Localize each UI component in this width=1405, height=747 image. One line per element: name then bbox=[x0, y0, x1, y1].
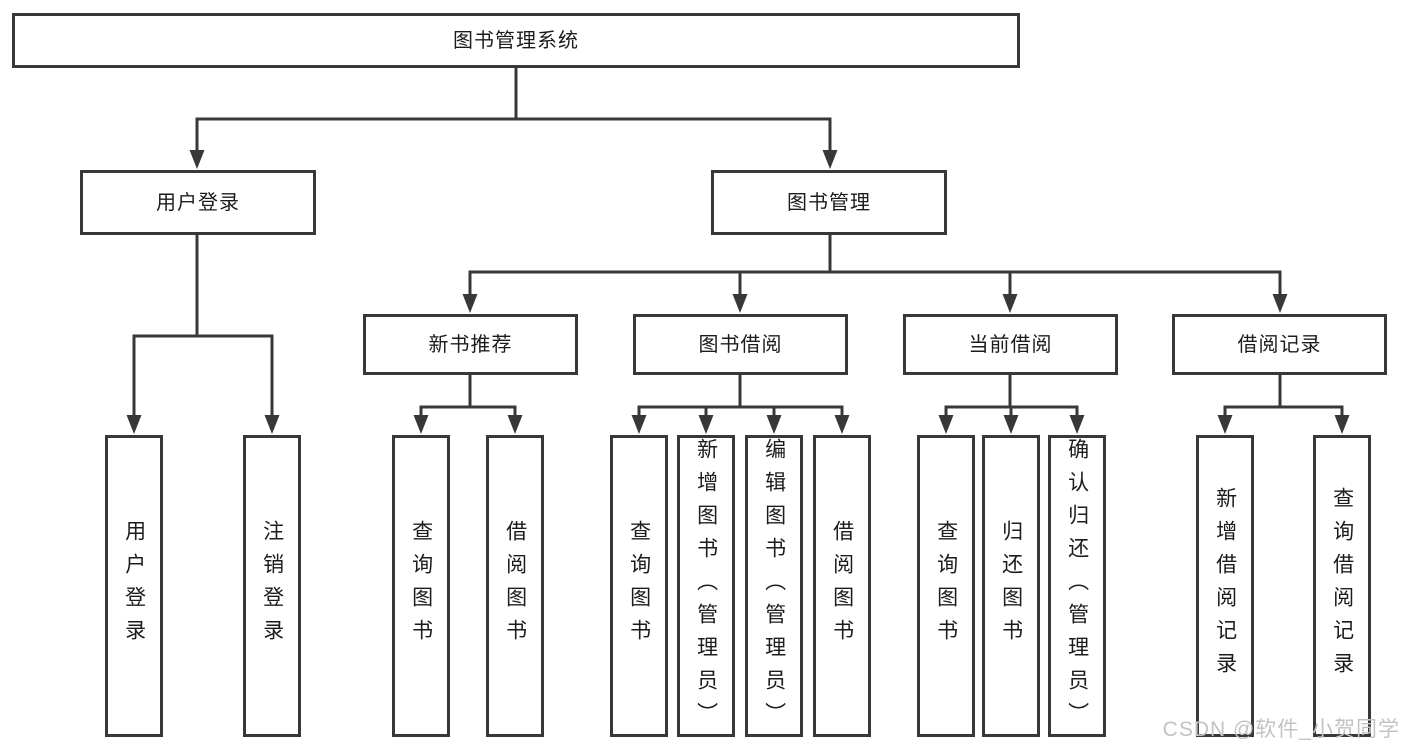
arrow-down-icon bbox=[1217, 415, 1233, 434]
leaf-add-borrow-record: 新增借阅记录 bbox=[1196, 435, 1254, 737]
leaf-query-books-borrowing: 查询图书 bbox=[610, 435, 668, 737]
node-library-management-system: 图书管理系统 bbox=[12, 13, 1020, 68]
arrow-down-icon bbox=[126, 415, 142, 434]
leaf-user-login: 用户登录 bbox=[105, 435, 163, 737]
leaf-query-books-current: 查询图书 bbox=[917, 435, 975, 737]
watermark: CSDN @软件_小贺同学 bbox=[1162, 718, 1400, 741]
arrow-down-icon bbox=[413, 415, 429, 434]
leaf-query-borrow-record: 查询借阅记录 bbox=[1313, 435, 1371, 737]
arrow-down-icon bbox=[1334, 415, 1350, 434]
leaf-return-books: 归还图书 bbox=[982, 435, 1040, 737]
arrow-down-icon bbox=[732, 294, 748, 313]
node-new-book-recommendation: 新书推荐 bbox=[363, 314, 578, 375]
arrow-down-icon bbox=[507, 415, 523, 434]
node-user-login-branch: 用户登录 bbox=[80, 170, 316, 235]
arrow-down-icon bbox=[766, 415, 782, 434]
arrow-down-icon bbox=[834, 415, 850, 434]
arrow-down-icon bbox=[631, 415, 647, 434]
arrow-down-icon bbox=[189, 150, 205, 169]
arrow-down-icon bbox=[1272, 294, 1288, 313]
leaf-logout: 注销登录 bbox=[243, 435, 301, 737]
node-book-management-branch: 图书管理 bbox=[711, 170, 947, 235]
leaf-confirm-return-admin: 确认归还（管理员） bbox=[1048, 435, 1106, 737]
leaf-borrow-books-borrowing: 借阅图书 bbox=[813, 435, 871, 737]
leaf-edit-book-admin: 编辑图书（管理员） bbox=[745, 435, 803, 737]
leaf-borrow-books-recommend: 借阅图书 bbox=[486, 435, 544, 737]
arrow-down-icon bbox=[264, 415, 280, 434]
leaf-add-book-admin: 新增图书（管理员） bbox=[677, 435, 735, 737]
arrow-down-icon bbox=[938, 415, 954, 434]
arrow-down-icon bbox=[1002, 294, 1018, 313]
arrow-down-icon bbox=[822, 150, 838, 169]
arrowheads bbox=[126, 150, 1350, 434]
arrow-down-icon bbox=[1069, 415, 1085, 434]
arrow-down-icon bbox=[698, 415, 714, 434]
node-book-borrowing: 图书借阅 bbox=[633, 314, 848, 375]
node-borrowing-records: 借阅记录 bbox=[1172, 314, 1387, 375]
leaf-query-books-recommend: 查询图书 bbox=[392, 435, 450, 737]
node-current-borrowing: 当前借阅 bbox=[903, 314, 1118, 375]
arrow-down-icon bbox=[462, 294, 478, 313]
arrow-down-icon bbox=[1003, 415, 1019, 434]
